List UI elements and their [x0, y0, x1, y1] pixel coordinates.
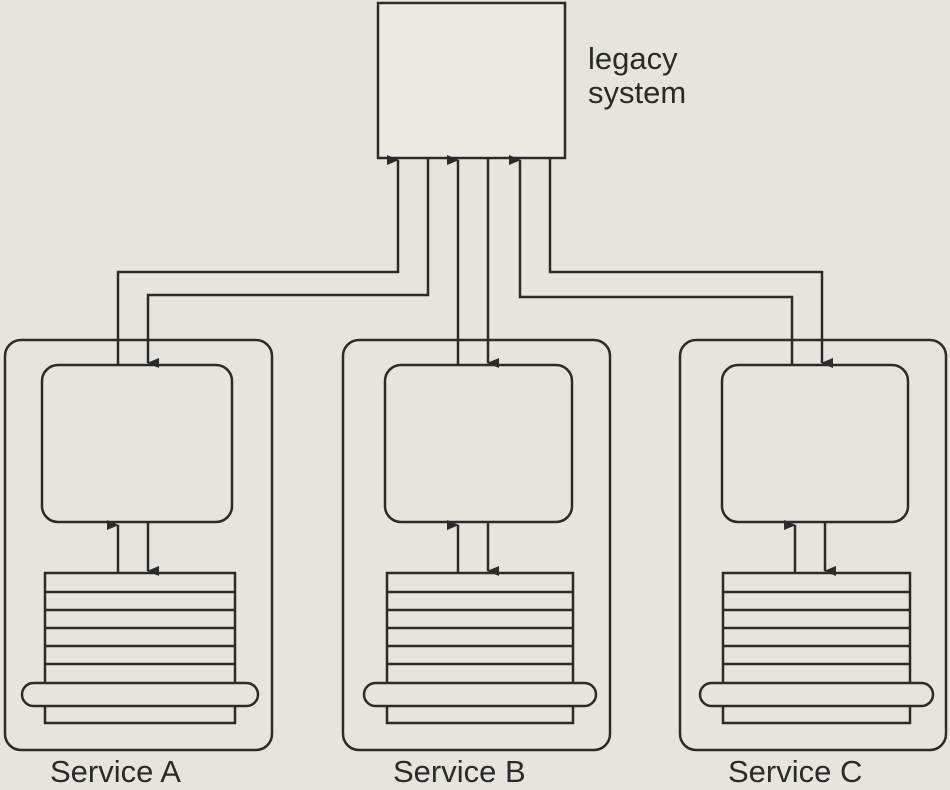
- legacy-system-label: legacy system: [588, 42, 686, 110]
- service-b-container: [341, 338, 612, 752]
- service-a-label: Service A: [50, 754, 181, 789]
- service-b-label: Service B: [393, 754, 526, 789]
- arrow-legacy-to-c: [548, 158, 833, 368]
- service-c-database-icon: [698, 571, 935, 725]
- arrow-c-to-legacy: [509, 155, 794, 365]
- service-c-label: Service C: [728, 754, 863, 789]
- arrow-legacy-to-a: [146, 158, 430, 368]
- arrow-a-to-legacy: [116, 155, 400, 365]
- service-b-database-icon: [362, 571, 598, 725]
- service-a-database-icon: [20, 571, 260, 725]
- service-a-app-box: [40, 363, 234, 524]
- legacy-label-line1: legacy: [588, 41, 678, 76]
- service-b-app-box: [383, 363, 574, 524]
- legacy-system-box: [376, 1, 567, 160]
- service-c-app-box: [720, 363, 910, 524]
- service-c-container: [678, 338, 948, 752]
- service-a-container: [3, 338, 274, 752]
- legacy-label-line2: system: [588, 75, 687, 110]
